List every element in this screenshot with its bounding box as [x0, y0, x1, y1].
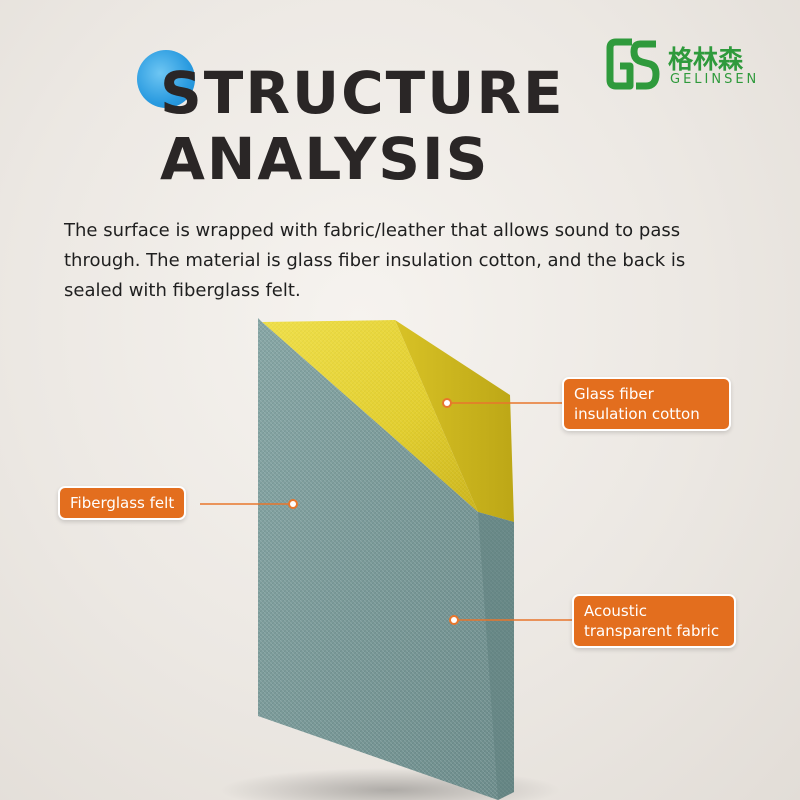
fiberglass-felt-callout: Fiberglass felt: [58, 486, 187, 520]
structure-description: The surface is wrapped with fabric/leath…: [64, 220, 686, 301]
felt-marker: [290, 501, 296, 507]
fiberglass-felt-label: Fiberglass felt: [70, 494, 175, 512]
gs-logo-icon: [606, 38, 660, 90]
acoustic-fabric-callout: Acoustic transparent fabric: [572, 594, 736, 648]
title-line-1: STRUCTURE: [160, 59, 565, 127]
logo-english-name: GELINSEN: [670, 72, 760, 87]
glass-fiber-label: Glass fiber insulation cotton: [574, 385, 700, 423]
acoustic-fabric-label: Acoustic transparent fabric: [584, 602, 720, 640]
page-title: STRUCTURE ANALYSIS: [160, 60, 565, 192]
decorative-blue-circle: [137, 50, 195, 108]
title-line-2: ANALYSIS: [160, 125, 490, 193]
glass-fiber-callout: Glass fiber insulation cotton: [562, 377, 731, 431]
glass-fiber-side: [395, 320, 514, 522]
glass-fiber-marker: [444, 400, 450, 406]
fabric-panel-edge: [478, 512, 514, 800]
logo-chinese-name: 格林森: [668, 45, 744, 74]
fabric-marker: [451, 617, 457, 623]
